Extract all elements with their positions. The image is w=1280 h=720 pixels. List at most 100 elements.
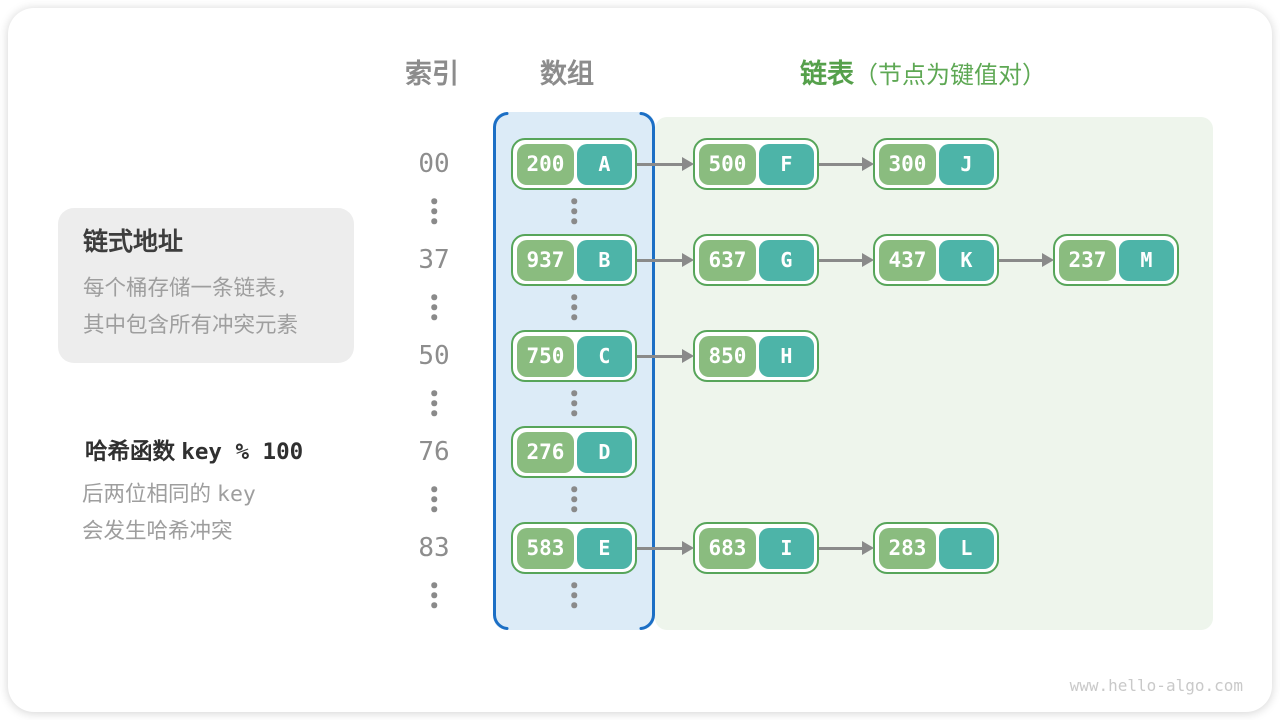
- dot: [571, 390, 577, 396]
- dot: [571, 314, 577, 320]
- dot: [571, 400, 577, 406]
- bucket-index-label: 37: [418, 245, 450, 275]
- dot: [431, 294, 437, 300]
- hash-function-label: 哈希函数: [85, 439, 176, 464]
- arrow-shaft: [637, 354, 685, 358]
- arrow-shaft: [637, 258, 685, 262]
- node-key: 683: [698, 527, 757, 569]
- dot: [431, 602, 437, 608]
- dot: [431, 304, 437, 310]
- hash-note-line1-code: key: [217, 482, 256, 507]
- arrow-shaft: [819, 162, 865, 166]
- arrow-head: [682, 253, 694, 267]
- dot: [431, 400, 437, 406]
- arrow-head: [682, 349, 694, 363]
- dot: [431, 410, 437, 416]
- arrow-head: [682, 157, 694, 171]
- column-header-index: 索引: [405, 59, 459, 89]
- vertical-ellipsis-icon: [431, 198, 437, 224]
- node-key: 850: [698, 335, 757, 377]
- hash-function-title: 哈希函数 key % 100: [85, 434, 303, 466]
- dot: [431, 390, 437, 396]
- dot: [571, 496, 577, 502]
- bucket-index-label: 76: [418, 437, 450, 467]
- dot: [571, 208, 577, 214]
- vertical-ellipsis-icon: [431, 486, 437, 512]
- node-value: E: [577, 527, 632, 569]
- dot: [431, 592, 437, 598]
- node-value: C: [577, 335, 632, 377]
- bucket-index-label: 83: [418, 533, 450, 563]
- dot: [571, 582, 577, 588]
- node-key: 276: [516, 431, 575, 473]
- watermark: www.hello-algo.com: [1069, 676, 1243, 695]
- dot: [431, 506, 437, 512]
- dot: [431, 218, 437, 224]
- node-key: 237: [1058, 239, 1117, 281]
- node-value: A: [577, 143, 632, 185]
- arrow-head: [862, 541, 874, 555]
- arrow-shaft: [637, 162, 685, 166]
- arrow-shaft: [999, 258, 1045, 262]
- node-key: 437: [878, 239, 937, 281]
- node-key: 937: [516, 239, 575, 281]
- dot: [431, 582, 437, 588]
- node-key: 583: [516, 527, 575, 569]
- node-value: L: [939, 527, 994, 569]
- dot: [431, 208, 437, 214]
- bucket-index-label: 00: [418, 149, 450, 179]
- dot: [571, 218, 577, 224]
- hash-note-line1: 后两位相同的: [82, 482, 212, 506]
- dot: [571, 602, 577, 608]
- node-value: I: [759, 527, 814, 569]
- vertical-ellipsis-icon: [571, 582, 577, 608]
- dot: [431, 486, 437, 492]
- concept-callout-box: [58, 208, 354, 363]
- node-value: D: [577, 431, 632, 473]
- concept-desc-line1: 每个桶存储一条链表，: [83, 276, 299, 300]
- node-value: G: [759, 239, 814, 281]
- node-value: J: [939, 143, 994, 185]
- dot: [571, 198, 577, 204]
- node-key: 200: [516, 143, 575, 185]
- arrow-shaft: [819, 258, 865, 262]
- vertical-ellipsis-icon: [431, 294, 437, 320]
- node-key: 300: [878, 143, 937, 185]
- dot: [571, 294, 577, 300]
- vertical-ellipsis-icon: [431, 582, 437, 608]
- vertical-ellipsis-icon: [571, 294, 577, 320]
- dot: [571, 592, 577, 598]
- vertical-ellipsis-icon: [571, 486, 577, 512]
- arrow-shaft: [637, 546, 685, 550]
- list-header-label: 链表: [800, 59, 854, 89]
- node-value: B: [577, 239, 632, 281]
- node-value: K: [939, 239, 994, 281]
- list-header-note: （节点为键值对）: [854, 62, 1046, 89]
- dot: [431, 314, 437, 320]
- dot: [431, 198, 437, 204]
- concept-description: 每个桶存储一条链表， 其中包含所有冲突元素: [83, 270, 298, 344]
- dot: [571, 486, 577, 492]
- hash-note-line2: 会发生哈希冲突: [82, 519, 233, 543]
- arrow-head: [1042, 253, 1054, 267]
- arrow-head: [862, 157, 874, 171]
- node-key: 750: [516, 335, 575, 377]
- arrow-head: [862, 253, 874, 267]
- node-key: 637: [698, 239, 757, 281]
- dot: [431, 496, 437, 502]
- vertical-ellipsis-icon: [571, 198, 577, 224]
